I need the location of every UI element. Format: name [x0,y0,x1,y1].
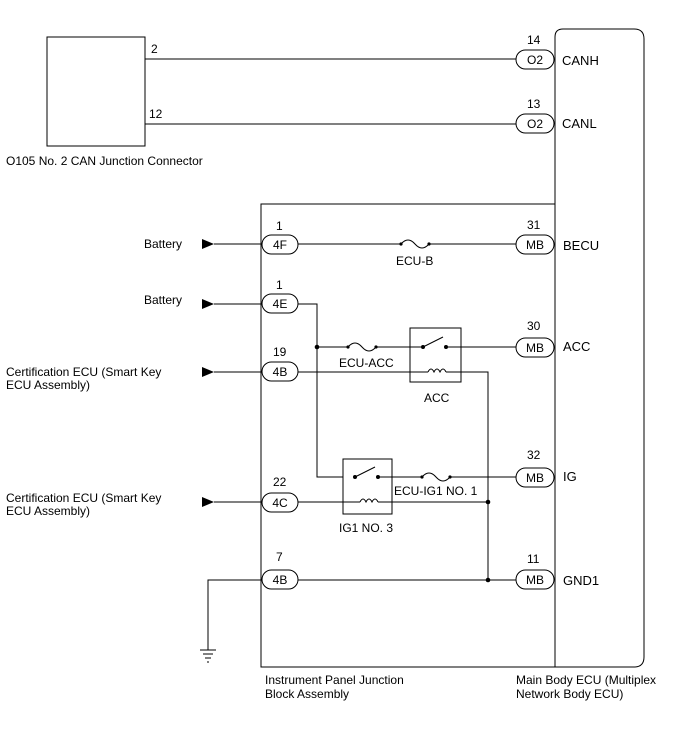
arrow-icon [202,367,214,377]
can-junction-connector-label: O105 No. 2 CAN Junction Connector [6,154,203,168]
svg-text:MB: MB [526,341,544,355]
battery-label-1: Battery [144,237,182,251]
right-pin-ig: MB 32 IG [515,448,577,488]
arrow-icon [202,497,214,507]
canh-connector [515,49,555,70]
svg-text:4F: 4F [273,238,287,252]
acc-relay-label: ACC [424,391,450,405]
svg-text:31: 31 [527,218,541,232]
svg-text:IG: IG [563,469,577,484]
canh-signal: CANH [562,53,599,68]
left-pin-4b-7: 4B 7 [261,550,299,590]
ecu-ig1-fuse-label: ECU-IG1 NO. 1 [394,484,478,498]
junction-block-box [260,203,556,668]
canh-connector-label: O2 [527,53,543,67]
svg-text:4B: 4B [273,365,288,379]
switch-icon [422,336,444,348]
svg-text:4C: 4C [272,496,288,510]
ig1-relay-box [342,458,393,515]
right-pin-becu: MB 31 BECU [515,218,599,255]
svg-text:1: 1 [276,219,283,233]
acc-coil-ground-wire [446,371,489,580]
svg-text:19: 19 [273,345,287,359]
svg-text:7: 7 [276,550,283,564]
right-pin-acc: MB 30 ACC [515,319,590,358]
battery2-feed-wire [298,303,343,478]
canh-right-pin: 14 [527,33,541,47]
canl-connector-label: O2 [527,117,543,131]
arrow-icon [202,239,214,249]
battery-label-2: Battery [144,293,182,307]
fuse-icon [347,342,377,352]
coil-icon [427,368,447,374]
svg-text:MB: MB [526,238,544,252]
ecu-acc-fuse-label: ECU-ACC [339,356,394,370]
ground-icon [200,649,216,663]
main-body-ecu-box [554,28,645,668]
acc-relay-box [409,327,462,383]
left-pin-4c: 4C 22 [261,475,299,513]
canl-left-pin: 12 [149,107,163,121]
svg-text:ACC: ACC [563,339,590,354]
canh-left-pin: 2 [151,42,158,56]
junction-block-label-line1: Instrument Panel Junction [265,673,404,687]
cert-ecu-label-2-line2: ECU Assembly) [6,504,90,518]
svg-text:1: 1 [276,278,283,292]
arrow-icon [202,299,214,309]
svg-text:MB: MB [526,573,544,587]
ig1-relay-label: IG1 NO. 3 [339,521,393,535]
fuse-icon [421,472,451,482]
switch-icon [354,466,376,478]
main-ecu-label-line1: Main Body ECU (Multiplex [516,673,656,687]
right-pin-gnd1: MB 11 GND1 [515,552,599,590]
svg-text:BECU: BECU [563,238,599,253]
canl-signal: CANL [562,116,597,131]
main-ecu-label-line2: Network Body ECU) [516,687,623,701]
canl-right-pin: 13 [527,97,541,111]
coil-icon [359,498,379,504]
svg-text:4B: 4B [273,573,288,587]
ground-lead-wire [207,579,262,650]
cert-ecu-label-1-line1: Certification ECU (Smart Key [6,365,161,379]
ecu-b-fuse-label: ECU-B [396,254,433,268]
svg-text:GND1: GND1 [563,573,599,588]
svg-text:MB: MB [526,471,544,485]
svg-text:4E: 4E [273,297,288,311]
left-pin-4e: 4E 1 [261,278,299,314]
svg-text:11: 11 [527,552,540,566]
svg-text:30: 30 [527,319,541,333]
cert-ecu-label-1-line2: ECU Assembly) [6,378,90,392]
junction-dot [485,577,491,583]
canl-connector [515,113,555,134]
left-pin-4f: 4F 1 [261,219,299,255]
can-junction-connector-box [46,36,146,147]
cert-ecu-label-2-line1: Certification ECU (Smart Key [6,491,161,505]
junction-dot [485,499,491,505]
fuse-icon [400,239,430,249]
svg-text:22: 22 [273,475,287,489]
svg-text:32: 32 [527,448,541,462]
left-pin-4b-19: 4B 19 [261,345,299,382]
junction-block-label-line2: Block Assembly [265,687,349,701]
